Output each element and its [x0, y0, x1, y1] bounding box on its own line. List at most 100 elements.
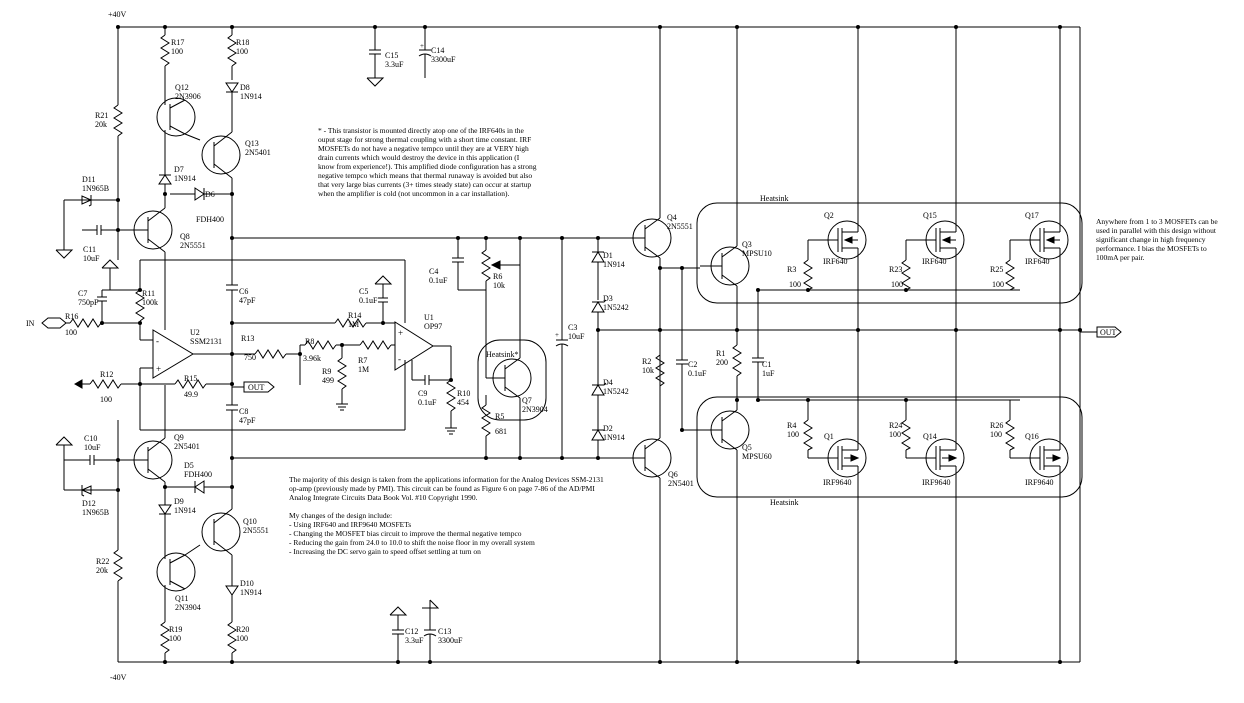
q16-part: IRF9640 [1025, 478, 1054, 487]
r16-value: 100 [65, 328, 77, 337]
r12-value: 100 [100, 395, 112, 404]
q15-label: Q15 [923, 211, 937, 220]
design-note: The majority of this design is taken fro… [289, 475, 604, 556]
q17-part: IRF640 [1025, 257, 1050, 266]
r16-label: R16 [65, 312, 79, 321]
supply-capacitors: + [366, 27, 440, 662]
output-stage [696, 27, 1122, 662]
r5-label: R5 [495, 412, 505, 421]
transistor-note: * - This transistor is mounted directly … [318, 126, 537, 198]
q15-part: IRF640 [922, 257, 947, 266]
q1-part: IRF9640 [823, 478, 852, 487]
heatsink-q7-label: Heatsink* [486, 350, 519, 359]
bias-network: + [452, 238, 1080, 458]
r23-value: 100 [891, 280, 903, 289]
r15-value: 49.9 [184, 390, 198, 399]
r25-value: 100 [992, 280, 1004, 289]
d6-label: D6 [205, 190, 215, 199]
svg-text:+: + [398, 328, 403, 338]
mosfet-top-row [803, 27, 1069, 330]
r13-value: 750 [244, 353, 256, 362]
heatsink-bottom-label: Heatsink [770, 498, 799, 507]
d6-part-label: FDH400 [196, 215, 225, 224]
left-bias-column [55, 27, 640, 662]
svg-text:+: + [420, 42, 424, 50]
q16-label: Q16 [1025, 432, 1039, 441]
output-port-label: OUT [1100, 328, 1117, 337]
input-port-label: IN [26, 319, 35, 328]
q17-label: Q17 [1025, 211, 1039, 220]
svg-text:-: - [156, 336, 159, 346]
r3-label: R3 [787, 265, 797, 274]
heatsink-top-label: Heatsink [760, 194, 789, 203]
q2-label: Q2 [824, 211, 834, 220]
r3-value: 100 [789, 280, 801, 289]
r15-label: R15 [184, 374, 198, 383]
r25-label: R25 [990, 265, 1004, 274]
q1-label: Q1 [824, 432, 834, 441]
r5-value: 681 [495, 427, 507, 436]
q14-label: Q14 [923, 432, 937, 441]
r13-label: R13 [241, 334, 255, 343]
r8-label: R8 [305, 337, 315, 346]
mosfet-note: Anywhere from 1 to 3 MOSFETs can be used… [1096, 217, 1218, 262]
mosfet-bottom-row [803, 330, 1069, 662]
driver-stage [632, 27, 764, 662]
r23-label: R23 [889, 265, 903, 274]
svg-text:-: - [398, 354, 401, 364]
r8-value: 3.96k [303, 354, 321, 363]
svg-text:+: + [555, 331, 559, 339]
q14-part: IRF9640 [922, 478, 951, 487]
